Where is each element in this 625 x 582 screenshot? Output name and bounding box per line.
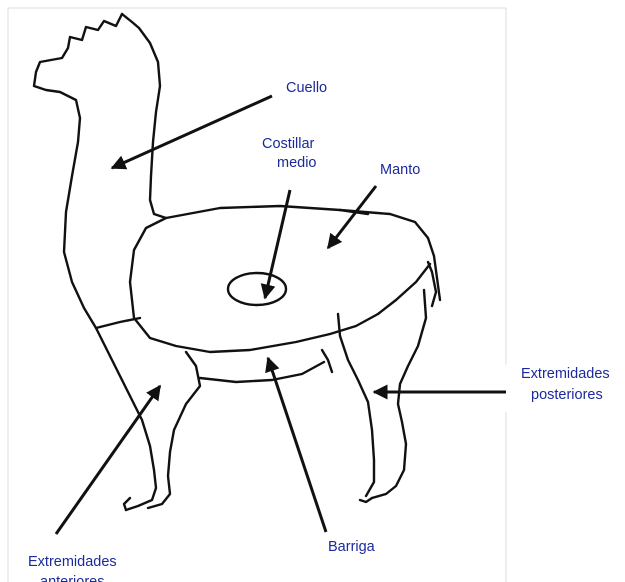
label-costillar-line2: medio — [277, 155, 317, 171]
arrow-barriga — [268, 358, 326, 532]
label-ext-posteriores-line2: posteriores — [531, 387, 603, 403]
label-ext-anteriores-line2: anteriores — [40, 574, 104, 582]
label-cuello: Cuello — [286, 80, 327, 96]
arrow-ext-anteriores — [56, 386, 160, 534]
arrow-cuello — [112, 96, 272, 168]
costillar-medio-region — [228, 273, 286, 305]
arrow-manto — [328, 186, 376, 248]
label-barriga: Barriga — [328, 539, 376, 555]
alpaca-outline — [34, 14, 440, 510]
label-ext-posteriores-line1: Extremidades — [521, 366, 610, 382]
label-ext-anteriores-line1: Extremidades — [28, 554, 117, 570]
label-manto: Manto — [380, 162, 420, 178]
label-costillar-line1: Costillar — [262, 136, 315, 152]
